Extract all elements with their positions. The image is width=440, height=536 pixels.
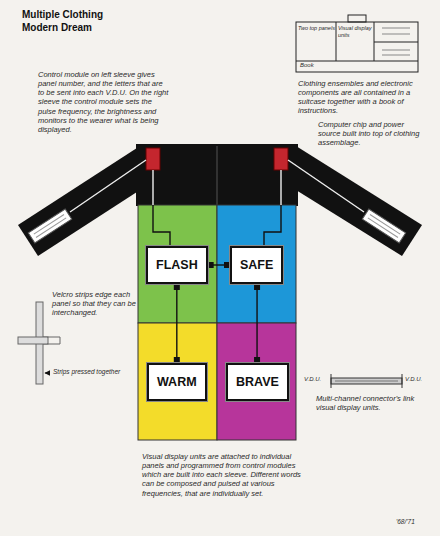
computer-chip (274, 148, 288, 170)
note: Velcro strips edge each panel so that th… (52, 290, 136, 317)
suitcase-sketch (296, 15, 418, 72)
note: Clothing ensembles and electronic compon… (298, 79, 422, 116)
display-unit: SAFE (230, 246, 283, 284)
cable (256, 284, 257, 363)
suitcase-label: Book (300, 62, 340, 69)
right-sleeve (296, 146, 422, 256)
left-sleeve (18, 146, 140, 256)
note: Strips pressed together (53, 368, 123, 376)
control-module (362, 209, 405, 243)
signature: '68/'71 (396, 518, 432, 526)
note: Visual display units are attached to ind… (142, 452, 310, 498)
note: Computer chip and power source built int… (318, 120, 420, 147)
display-word: WARM (157, 375, 197, 389)
multi-channel-connector (331, 374, 402, 388)
display-unit: FLASH (146, 246, 208, 284)
front-seam (217, 146, 218, 205)
plug (174, 284, 180, 290)
display-unit: BRAVE (226, 363, 289, 401)
connector-label: V.D.U. (405, 376, 433, 383)
note: Control module on left sleeve gives pane… (38, 70, 170, 134)
display-word: FLASH (156, 258, 198, 272)
suitcase-label: Two top panels (298, 25, 335, 32)
display-word: BRAVE (236, 375, 279, 389)
connector-label: V.D.U. (304, 376, 330, 383)
display-word: SAFE (240, 258, 273, 272)
computer-chip (146, 148, 160, 170)
wires (70, 160, 364, 246)
note: Multi-channel connector's link visual di… (316, 394, 424, 412)
cable (176, 284, 177, 363)
shoulder-band (136, 144, 298, 206)
display-unit: WARM (147, 363, 207, 401)
suitcase-label: Visual display units (338, 25, 373, 38)
diagram-title: Multiple Clothing Modern Dream (22, 9, 114, 34)
plug (254, 284, 260, 290)
plug (208, 262, 214, 268)
control-module (28, 209, 71, 243)
